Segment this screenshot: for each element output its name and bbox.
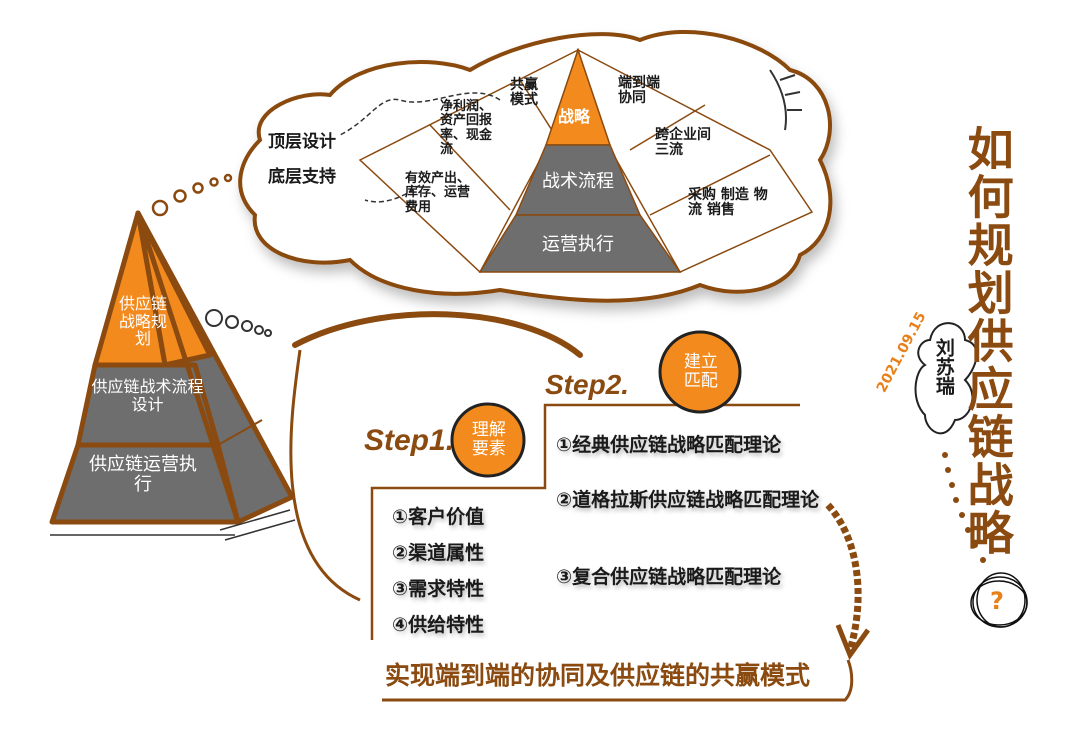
cloud-pyramid-tactics: 战术流程: [542, 171, 614, 192]
left-pyramid: [49, 210, 295, 525]
label-throughput-inventory: 有效产出、库存、运营费用: [405, 171, 471, 215]
conclusion-banner: 实现端到端的协同及供应链的共赢模式: [385, 661, 811, 690]
question-mark: ?: [990, 587, 1004, 615]
label-cross-enterprise-flows: 跨企业间三流: [655, 127, 711, 159]
step1-item: ④供给特性: [392, 614, 485, 636]
step1-badge-circle: [450, 402, 526, 478]
label-e2e-collaboration: 端到端协同: [618, 75, 660, 107]
label-purchase-mfg-logistics-sales: 采购 制造 物流 销售: [688, 187, 768, 219]
curved-arrow: [825, 502, 862, 652]
step2-label: Step2.: [545, 369, 630, 400]
left-pyramid-strategy: 供应链战略规划: [118, 294, 167, 349]
question-scribble: [970, 572, 1028, 628]
step1-item: ③需求特性: [392, 578, 485, 600]
label-bottom-support: 底层支持: [268, 167, 336, 187]
label-win-win-mode: 共赢模式: [510, 77, 538, 109]
page-title: 如何规划供应链战略: [960, 125, 1015, 557]
step2-item: ③复合供应链战略匹配理论: [556, 566, 782, 588]
left-pyramid-operations: 供应链运营执行: [89, 454, 197, 495]
left-pyramid-tactics: 供应链战术流程设计: [91, 377, 204, 414]
step2-badge-circle: [658, 330, 742, 414]
author-cloud: [914, 322, 978, 435]
step1-item: ①客户价值: [392, 506, 485, 528]
label-top-design: 顶层设计: [268, 132, 336, 152]
step2-item: ①经典供应链战略匹配理论: [556, 434, 782, 456]
step2-item: ②道格拉斯供应链战略匹配理论: [556, 489, 820, 511]
connector-curve: [292, 311, 583, 358]
step1-label: Step1.: [364, 424, 455, 457]
cloud-pyramid-operations: 运营执行: [542, 234, 614, 255]
step1-badge: 理解要素: [471, 420, 506, 459]
author: 刘苏瑞: [932, 338, 955, 395]
label-financial-metrics: 净利润、资产回报率、现金流: [440, 99, 493, 157]
step2-badge: 建立匹配: [683, 352, 718, 391]
step1-item: ②渠道属性: [392, 542, 485, 564]
cloud-pyramid-strategy: 战略: [558, 107, 591, 126]
step-lines: [370, 403, 800, 640]
thought-bubble-dots: [151, 173, 233, 217]
cloud-pyramid-bottom: [478, 214, 682, 273]
